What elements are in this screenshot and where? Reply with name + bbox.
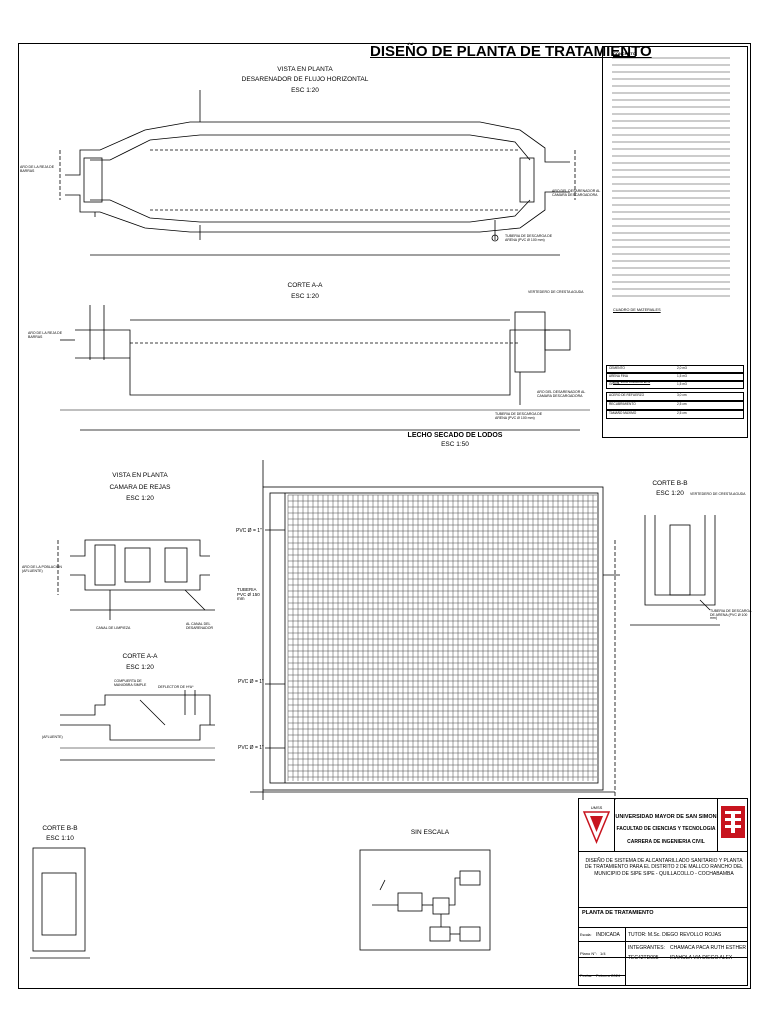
drawing-sheet-border (18, 43, 751, 989)
label-vertedero: VERTEDERO DE CRESTA AGUDA (528, 290, 584, 294)
camara-rejas-section (60, 690, 215, 761)
plano-value: 1/4 (600, 951, 606, 956)
desarenador-section-scale: ESC 1:20 (291, 293, 319, 300)
project-code: TEC42TD005 (628, 955, 659, 961)
label-afluente: (AFLUENTE) (42, 735, 63, 739)
table-cell: 2,5 cm (677, 411, 687, 415)
label-aro-reja-2: ARO DE LA REJA DE BARRAS (28, 331, 63, 339)
label-vertedero-2: VERTEDERO DE CRESTA AGUDA (690, 492, 746, 496)
camara-rejas-section-title: CORTE A-A (122, 653, 158, 660)
date-label: Fecha: (580, 973, 593, 978)
camara-rejas-plan (57, 539, 215, 620)
table-cell: 2,0 m3 (677, 366, 687, 370)
label-arco-poblacion: ARO DE LA POBLACION (AFLUENTE) (22, 565, 62, 573)
table-cell: RECUBRIMIENTO (609, 402, 636, 406)
label-deflector: DEFLECTOR DE HºAº (158, 685, 194, 689)
label-compuerta: COMPUERTA DE MANIOBRA SIMPLE (114, 679, 147, 687)
lecho-grid-hatch (287, 494, 597, 781)
label-tuberia-descarga-2: TUBERIA DE DESCARGA DE ARENA (PVC Ø 100 … (495, 412, 543, 420)
specs-table: ACERO DE REFUERZO 3,0 cm RECUBRIMIENTO 2… (606, 392, 744, 419)
label-al-canal: AL CANAL DEL DESARENADOR (186, 622, 214, 630)
camara-rejas-plan-title: VISTA EN PLANTA (112, 472, 168, 479)
label-tuberia-descarga: TUBERIA DE DESCARGA DE ARENA (PVC Ø 100 … (505, 234, 553, 242)
faculty-name: FACULTAD DE CIENCIAS Y TECNOLOGIA (616, 826, 716, 832)
scale-value: INDICADA (596, 932, 620, 938)
table-cell: 3,0 cm (677, 393, 687, 397)
desarenador-plan-title: VISTA EN PLANTA (277, 66, 333, 73)
table-cell: ACERO DE REFUERZO (609, 393, 645, 397)
desarenador-section-view (60, 305, 590, 431)
corte-bb-small (30, 847, 90, 959)
label-pvc-1: PVC Ø = 1" (236, 528, 262, 534)
member-2: IRAHOLA VIA DIEGO ALEX (670, 955, 733, 961)
table-cell: CEMENTO (609, 366, 625, 370)
lecho-corte-bb-scale: ESC 1:20 (656, 490, 684, 497)
umss-logo: UMSS (580, 800, 613, 848)
table-row: GRAVA 1,5 m3 (606, 381, 744, 389)
table-cell: 1,5 m3 (677, 382, 687, 386)
corte-bb-small-title: CORTE B-B (42, 825, 78, 832)
table-row: TAMAÑO MAXIMO 2,5 cm (606, 410, 744, 419)
materials-table: CEMENTO 2,0 m3 ARENA FINA 1,5 m3 GRAVA 1… (606, 365, 744, 389)
desarenador-section-title: CORTE A-A (287, 282, 323, 289)
desarenador-plan-subtitle: DESARENADOR DE FLUJO HORIZONTAL (241, 76, 369, 83)
date-value: Febrero 2024 (596, 973, 621, 978)
main-title: DISEÑO DE PLANTA DE TRATAMIENTO (370, 43, 652, 60)
camara-rejas-section-scale: ESC 1:20 (126, 664, 154, 671)
table-cell: GRAVA (609, 382, 620, 386)
sin-escala-diagram (359, 849, 491, 951)
label-tuberia-pvc: TUBERIA PVC Ø 150 mm (237, 587, 260, 601)
camara-rejas-plan-scale: ESC 1:20 (126, 495, 154, 502)
desarenador-plan-scale: ESC 1:20 (291, 87, 319, 94)
table-cell: 1,5 m3 (677, 374, 687, 378)
notes-title: CONCRETO (613, 51, 636, 56)
table-row: RECUBRIMIENTO 2,5 cm (606, 401, 744, 410)
label-pvc-1c: PVC Ø = 1" (238, 745, 264, 751)
lecho-corte-bb (630, 515, 720, 626)
corte-bb-small-scale: ESC 1:10 (46, 835, 74, 842)
career-name: CARRERA DE INGENIERIA CIVIL (627, 839, 705, 845)
svg-text:UMSS: UMSS (591, 805, 603, 810)
label-pvc-1b: PVC Ø = 1" (238, 679, 264, 685)
project-description: DISEÑO DE SISTEMA DE ALCANTARILLADO SANI… (584, 858, 744, 877)
scale-label: Escala: (580, 933, 592, 937)
table-row: ARENA FINA 1,5 m3 (606, 373, 744, 381)
label-tuberia-descarga-3: TUBERIA DE DESCARGA DE ARENA (PVC Ø 100 … (710, 609, 752, 620)
notes-panel: CONCRETO CUADRO DE MATERIALES ESPECIFICA… (602, 46, 748, 438)
lecho-secado-title: LECHO SECADO DE LODOS (407, 432, 503, 439)
title-block (578, 798, 748, 986)
university-name: UNIVERSIDAD MAYOR DE SAN SIMON (615, 814, 717, 820)
table-cell: 2,5 cm (677, 402, 687, 406)
notes-specs-title: ESPECIFICACIONES (613, 380, 651, 384)
desarenador-plan-view (59, 90, 576, 256)
label-aro-reja: ARO DE LA REJA DE BARRAS (20, 165, 55, 173)
sheet-title: PLANTA DE TRATAMIENTO (582, 910, 654, 916)
camara-rejas-plan-subtitle: CAMARA DE REJAS (109, 484, 171, 491)
label-arco-desarenador-2: ARO DEL DESARENADOR AL CAMARA DESCARGADO… (537, 390, 586, 398)
faculty-logo (718, 800, 748, 848)
tutor-name: TUTOR: M.Sc. DIEGO REVOLLO ROJAS (628, 932, 722, 938)
lecho-corte-bb-title: CORTE B-B (652, 480, 688, 487)
plano-label: Plano N°: (580, 951, 597, 956)
label-canal-limpieza: CANAL DE LIMPIEZA (96, 626, 131, 630)
table-cell: ARENA FINA (609, 374, 628, 378)
table-row: ACERO DE REFUERZO 3,0 cm (606, 392, 744, 401)
sin-escala-title: SIN ESCALA (410, 829, 450, 836)
member-1: CHAMACA PACA RUTH ESTHER (670, 945, 747, 951)
table-row: CEMENTO 2,0 m3 (606, 365, 744, 373)
table-cell: TAMAÑO MAXIMO (609, 411, 637, 415)
lecho-secado-plan (250, 460, 620, 800)
lecho-secado-scale: ESC 1:50 (441, 441, 469, 448)
notes-materials-title: CUADRO DE MATERIALES (613, 308, 661, 312)
integrantes-label: INTEGRANTES: (628, 945, 665, 951)
